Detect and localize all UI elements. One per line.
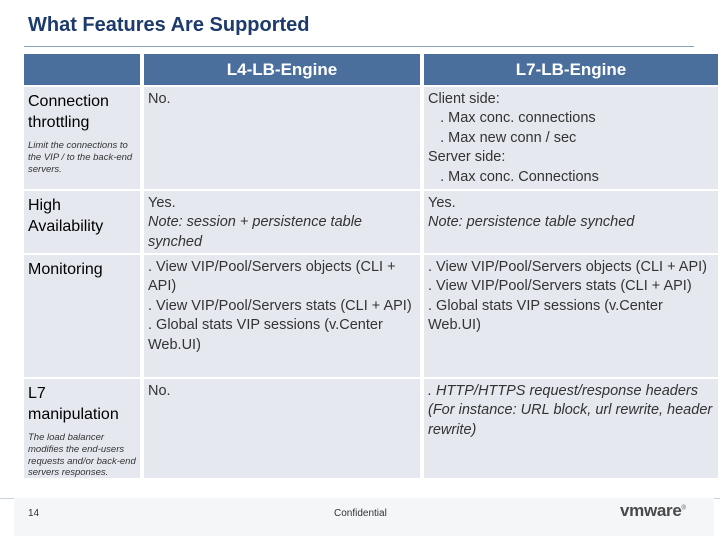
cell-line: . View VIP/Pool/Servers objects (CLI + A… — [428, 259, 707, 275]
cell-l4-monitoring: . View VIP/Pool/Servers objects (CLI + A… — [144, 255, 420, 379]
registered-mark: ® — [681, 505, 686, 512]
row-description: The load balancer modifies the end-users… — [28, 432, 136, 479]
cell-line: Yes. — [148, 195, 176, 211]
cell-line: Client side: — [428, 91, 500, 107]
cell-line: . View VIP/Pool/Servers objects (CLI + A… — [148, 259, 396, 295]
cell-line: . Max conc. connections — [428, 110, 596, 127]
cell-line: Server side: — [428, 149, 506, 166]
cell-line: (For instance: URL block, url rewrite, h… — [428, 402, 713, 438]
cell-note: Note: persistence table synched — [428, 214, 635, 231]
vmware-logo: vmware® — [620, 501, 686, 521]
row-title: High Availability — [28, 197, 104, 235]
row-label-monitoring: Monitoring — [24, 255, 140, 379]
cell-l4-high-availability: Yes. Note: session + persistence table s… — [144, 191, 420, 255]
cell-l4-l7-manipulation: No. — [144, 379, 420, 480]
cell-line: Yes. — [428, 195, 456, 211]
cell-l7-high-availability: Yes. Note: persistence table synched — [424, 191, 718, 255]
cell-line: . Global stats VIP sessions (v.Center We… — [148, 317, 383, 353]
column-header-l4: L4-LB-Engine — [144, 54, 420, 87]
cell-line: . View VIP/Pool/Servers stats (CLI + API… — [148, 297, 412, 314]
cell-note: Note: session + persistence table synche… — [148, 214, 362, 250]
confidential-label: Confidential — [334, 508, 387, 519]
row-title: Monitoring — [28, 261, 103, 278]
cell-line: . HTTP/HTTPS request/response headers — [428, 383, 698, 399]
row-label-high-availability: High Availability — [24, 191, 140, 255]
row-title: Connection throttling — [28, 93, 109, 131]
cell-l7-l7-manipulation: . HTTP/HTTPS request/response headers (F… — [424, 379, 718, 480]
cell-line: . Global stats VIP sessions (v.Center We… — [428, 297, 663, 334]
row-title: L7 manipulation — [28, 385, 119, 423]
slide-title: What Features Are Supported — [28, 14, 310, 36]
cell-line: No. — [148, 383, 171, 399]
cell-line: . Max new conn / sec — [428, 129, 577, 146]
page-number: 14 — [28, 508, 40, 519]
cell-line: . View VIP/Pool/Servers stats (CLI + API… — [428, 278, 692, 295]
cell-l7-monitoring: . View VIP/Pool/Servers objects (CLI + A… — [424, 255, 718, 379]
features-table: L4-LB-Engine L7-LB-Engine Connection thr… — [24, 54, 718, 480]
title-divider — [24, 46, 694, 47]
column-header-l7: L7-LB-Engine — [424, 54, 718, 87]
logo-text: vmware — [620, 501, 682, 520]
cell-line: . Max conc. Connections — [428, 168, 599, 185]
table-corner-cell — [24, 54, 140, 87]
row-label-l7-manipulation: L7 manipulation The load balancer modifi… — [24, 379, 140, 480]
cell-l7-connection-throttling: Client side: . Max conc. connections . M… — [424, 87, 718, 191]
cell-line: No. — [148, 91, 171, 107]
row-description: Limit the connections to the VIP / to th… — [28, 140, 133, 175]
cell-l4-connection-throttling: No. — [144, 87, 420, 191]
row-label-connection-throttling: Connection throttling Limit the connecti… — [24, 87, 140, 191]
footer-bar — [14, 498, 714, 536]
